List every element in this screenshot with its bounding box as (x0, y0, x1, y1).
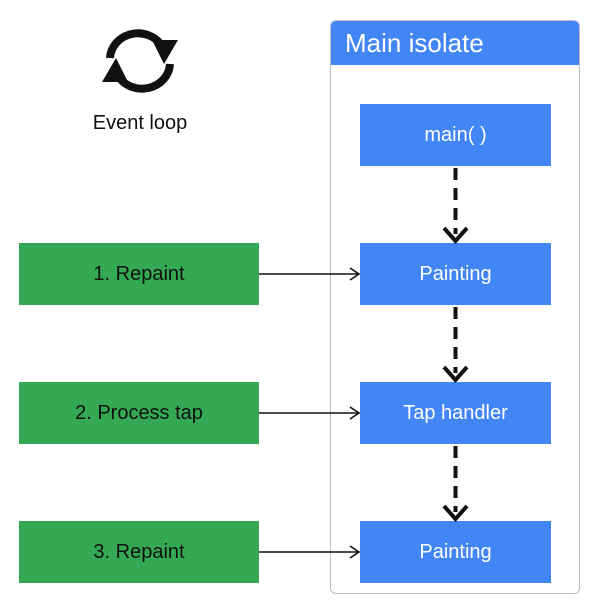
painting-box-1: Painting (360, 243, 551, 305)
event-box-repaint-3: 3. Repaint (19, 521, 259, 583)
tap-handler-box: Tap handler (360, 382, 551, 444)
event-box-repaint-1: 1. Repaint (19, 243, 259, 305)
main-function-box: main( ) (360, 104, 551, 166)
main-isolate-title: Main isolate (331, 21, 579, 65)
painting-box-2: Painting (360, 521, 551, 583)
sync-arrows-icon (102, 29, 178, 93)
event-box-process-tap: 2. Process tap (19, 382, 259, 444)
event-loop-label: Event loop (92, 112, 188, 134)
